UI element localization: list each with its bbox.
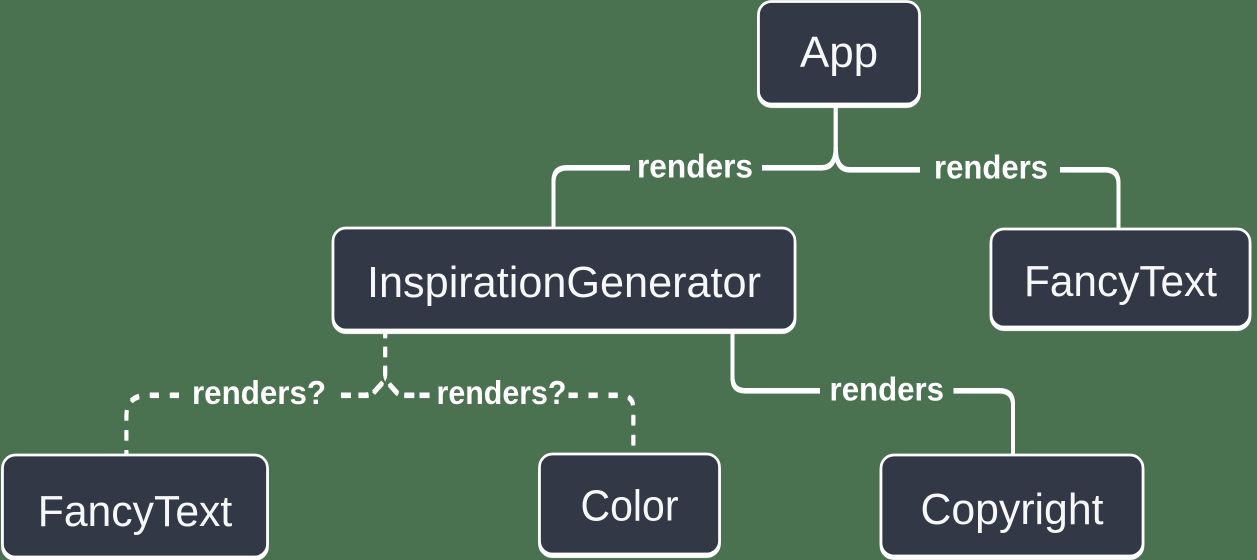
svg-text:InspirationGenerator: InspirationGenerator [367,258,761,307]
svg-text:renders: renders [830,372,945,409]
svg-text:renders: renders [934,150,1048,187]
svg-text:Copyright: Copyright [921,485,1104,534]
svg-text:renders: renders [637,149,753,186]
svg-text:renders?: renders? [192,375,326,412]
svg-text:Color: Color [581,482,679,531]
svg-text:App: App [800,28,878,77]
svg-text:FancyText: FancyText [1024,257,1217,306]
svg-text:renders?: renders? [437,375,567,412]
svg-text:FancyText: FancyText [38,487,233,536]
